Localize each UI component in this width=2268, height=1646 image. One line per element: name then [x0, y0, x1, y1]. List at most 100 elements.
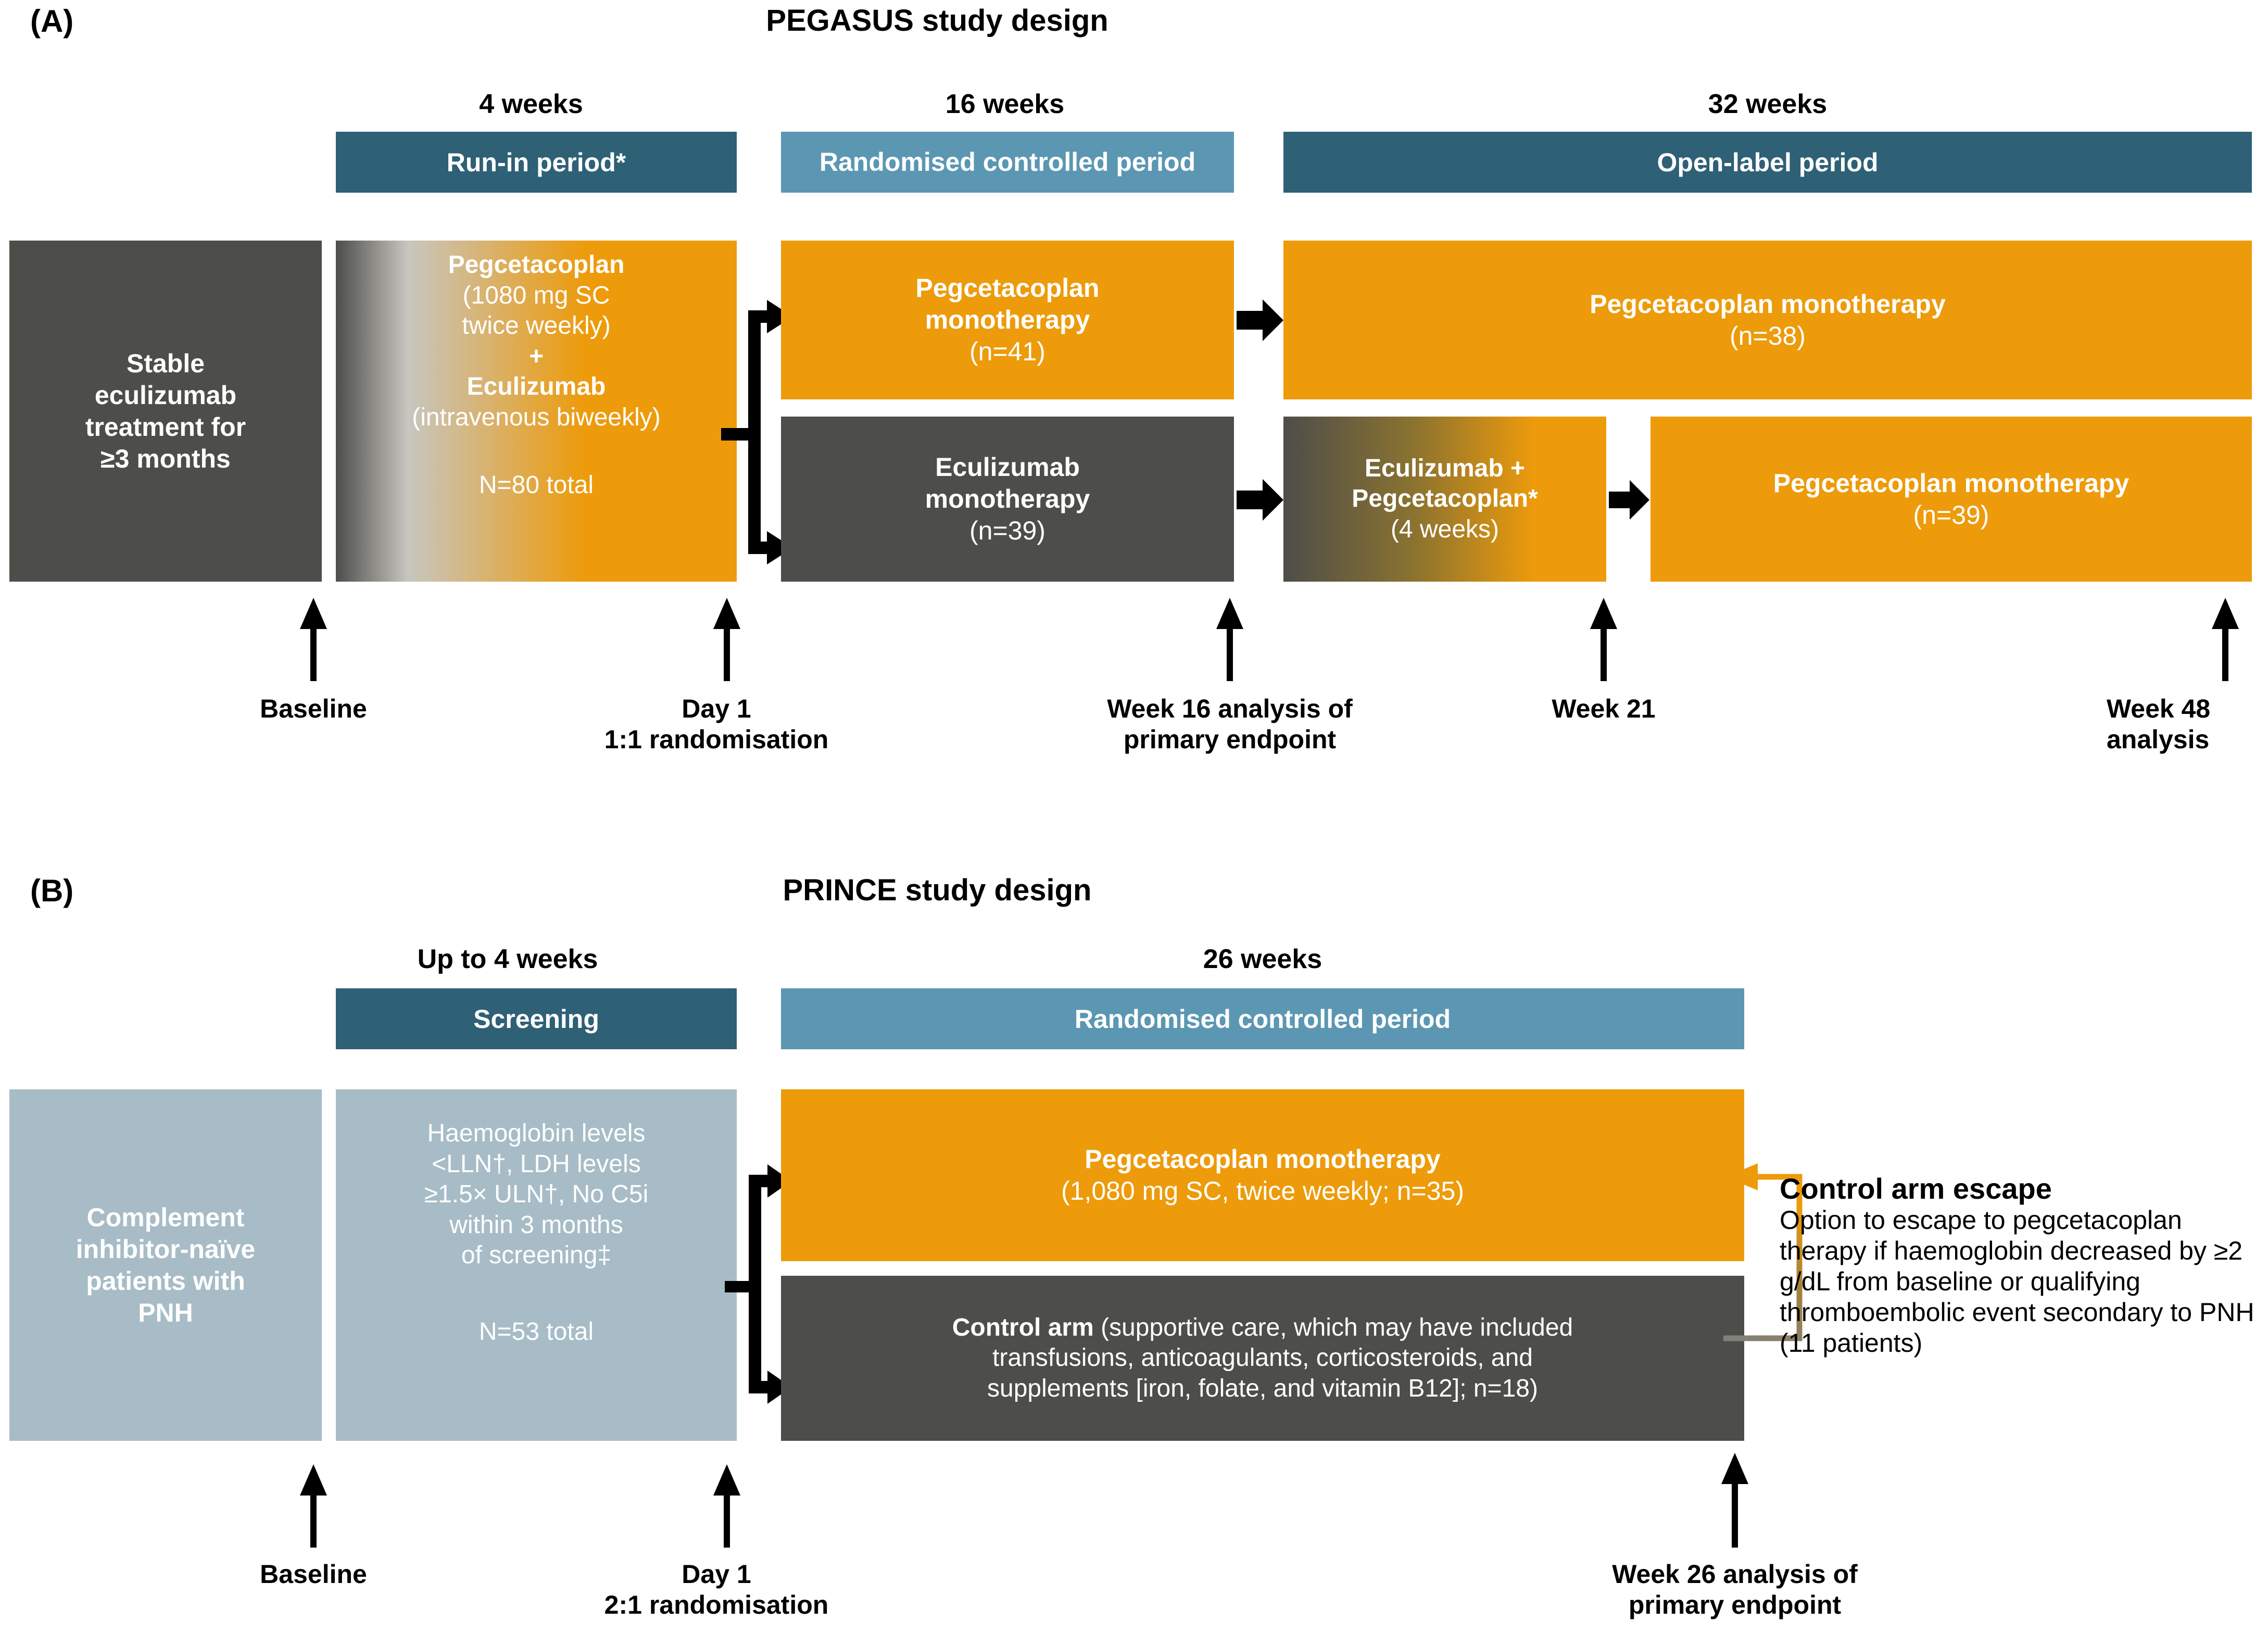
tick-arrow-day1-a [713, 598, 740, 681]
tick-arrow-baseline-a [300, 598, 327, 681]
period-length-4-weeks: 4 weeks [479, 89, 583, 119]
arrow-bridge-to-open-label-bottom [1609, 480, 1649, 520]
entry-b-line-1: Complement [86, 1202, 245, 1232]
panel-b-letter: (B) [30, 873, 74, 908]
arm-b2-line-2: transfusions, anticoagulants, corticoste… [992, 1344, 1533, 1372]
period-bar-randomised-controlled: Randomised controlled period [781, 132, 1234, 193]
arm-box-pegcetacoplan-monotherapy-a: Pegcetacoplan monotherapy (n=41) [781, 241, 1234, 399]
tick-a1-line-2: 1:1 randomisation [604, 725, 829, 754]
tick-label-baseline-b: Baseline [168, 1559, 459, 1590]
control-arm-bold-label: Control arm [952, 1313, 1094, 1341]
tick-arrow-week48-a [2212, 598, 2239, 681]
runin-line-2: (1080 mg SC [462, 281, 610, 309]
tick-label-day1-b: Day 1 2:1 randomisation [555, 1559, 878, 1620]
arrow-to-open-label-top [1237, 299, 1283, 341]
arm-a2-line-2: monotherapy [925, 484, 1090, 513]
ol-top-line-2: (n=38) [1730, 321, 1806, 350]
entry-line-4: ≥3 months [100, 444, 231, 473]
entry-b-line-4: PNH [138, 1298, 193, 1327]
ol-bot-line-2: (n=39) [1913, 500, 1989, 530]
tick-label-baseline-a: Baseline [168, 694, 459, 724]
bridge-line-3: (4 weeks) [1390, 515, 1500, 543]
bridge-box-eculizumab-plus-pegcetacoplan: Eculizumab + Pegcetacoplan* (4 weeks) [1283, 417, 1606, 582]
tick-label-week16-a: Week 16 analysis of primary endpoint [1037, 694, 1422, 755]
entry-line-2: eculizumab [94, 380, 237, 410]
arm-box-control-arm: Control arm (supportive care, which may … [781, 1276, 1744, 1441]
tick-arrow-week26-b [1721, 1453, 1748, 1548]
arm-b2-line-1: Control arm (supportive care, which may … [952, 1313, 1573, 1343]
control-arm-escape-connector [1723, 1163, 1803, 1341]
control-arm-escape-block: Control arm escape Option to escape to p… [1780, 1173, 2264, 1359]
tick-a1-line-1: Day 1 [682, 694, 751, 723]
tick-label-week48-a: Week 48 analysis [2107, 694, 2268, 755]
control-arm-rest: (supportive care, which may have include… [1093, 1313, 1573, 1341]
period-bar-screening: Screening [336, 988, 737, 1049]
arm-a2-line-1: Eculizumab [935, 453, 1080, 482]
runin-line-5: Eculizumab [467, 373, 606, 401]
runin-line-1: Pegcetacoplan [448, 251, 625, 279]
period-bar-open-label: Open-label period [1283, 132, 2252, 193]
split-arrow-randomisation-a [721, 300, 793, 564]
tick-label-week26-b: Week 26 analysis of primary endpoint [1542, 1559, 1927, 1620]
period-bar-randomised-controlled-b: Randomised controlled period [781, 988, 1744, 1049]
screening-line-4: within 3 months [449, 1211, 623, 1239]
arm-b1-line-1: Pegcetacoplan monotherapy [1085, 1145, 1441, 1174]
arm-box-pegcetacoplan-monotherapy-b: Pegcetacoplan monotherapy (1,080 mg SC, … [781, 1089, 1744, 1261]
screening-criteria-box: Haemoglobin levels <LLN†, LDH levels ≥1.… [336, 1089, 737, 1441]
arm-a2-line-3: (n=39) [969, 516, 1045, 545]
tick-label-week21-a: Week 21 [1453, 694, 1755, 724]
bridge-line-2: Pegcetacoplan* [1352, 485, 1538, 513]
tick-arrow-week16-a [1216, 598, 1243, 681]
entry-b-line-3: patients with [86, 1266, 245, 1296]
tick-arrow-day1-b [713, 1464, 740, 1548]
tick-b0-line-1: Baseline [260, 1560, 367, 1589]
open-label-top-box: Pegcetacoplan monotherapy (n=38) [1283, 241, 2252, 399]
entry-line-3: treatment for [85, 412, 246, 442]
screening-line-1: Haemoglobin levels [427, 1120, 646, 1147]
tick-a2-line-2: primary endpoint [1123, 725, 1337, 754]
runin-line-7: N=80 total [478, 471, 594, 499]
entry-b-line-2: inhibitor-naïve [75, 1234, 256, 1264]
period-length-32-weeks: 32 weeks [1708, 89, 1828, 119]
bridge-line-1: Eculizumab + [1364, 454, 1526, 482]
screening-line-6: N=53 total [478, 1317, 594, 1346]
runin-line-6: (intravenous biweekly) [412, 403, 661, 431]
tick-a4-line-1: Week 48 [2107, 694, 2211, 723]
arm-b2-line-3: supplements [iron, folate, and vitamin B… [987, 1374, 1538, 1402]
arm-box-eculizumab-monotherapy-a: Eculizumab monotherapy (n=39) [781, 417, 1234, 582]
escape-body: Option to escape to pegcetacoplan therap… [1780, 1205, 2254, 1358]
screening-line-5: of screening‡ [461, 1241, 612, 1270]
runin-line-3: twice weekly) [462, 312, 611, 340]
panel-a-title: PEGASUS study design [766, 4, 1108, 37]
tick-b1-line-1: Day 1 [682, 1560, 751, 1589]
arm-a1-line-1: Pegcetacoplan [915, 273, 1100, 303]
tick-label-day1-a: Day 1 1:1 randomisation [555, 694, 878, 755]
period-bar-run-in: Run-in period* [336, 132, 737, 193]
panel-a-letter: (A) [30, 4, 74, 39]
tick-a3-line-1: Week 21 [1552, 694, 1656, 723]
entry-line-1: Stable [126, 348, 205, 378]
tick-b2-line-1: Week 26 analysis of [1612, 1560, 1858, 1589]
panel-b-title: PRINCE study design [783, 873, 1092, 907]
tick-arrow-baseline-b [300, 1464, 327, 1548]
screening-line-2: <LLN†, LDH levels [432, 1150, 641, 1178]
runin-line-4: + [528, 342, 544, 370]
period-length-26-weeks: 26 weeks [1203, 944, 1322, 974]
tick-b2-line-2: primary endpoint [1628, 1590, 1842, 1619]
ol-top-line-1: Pegcetacoplan monotherapy [1590, 289, 1946, 319]
period-length-16-weeks: 16 weeks [945, 89, 1065, 119]
screening-line-3: ≥1.5× ULN†, No C5i [424, 1180, 649, 1209]
ol-bot-line-1: Pegcetacoplan monotherapy [1773, 468, 2130, 498]
split-arrow-randomisation-b [725, 1164, 791, 1404]
period-length-up-to-4-weeks: Up to 4 weeks [417, 944, 598, 974]
arm-a1-line-2: monotherapy [925, 305, 1090, 334]
tick-b1-line-2: 2:1 randomisation [604, 1590, 829, 1619]
tick-a0-line-1: Baseline [260, 694, 367, 723]
arrow-to-bridge-box [1237, 479, 1283, 521]
escape-title: Control arm escape [1780, 1172, 2052, 1205]
entry-box-stable-eculizumab: Stable eculizumab treatment for ≥3 month… [9, 241, 322, 582]
entry-box-complement-naive: Complement inhibitor-naïve patients with… [9, 1089, 322, 1441]
tick-a2-line-1: Week 16 analysis of [1107, 694, 1353, 723]
tick-arrow-week21-a [1590, 598, 1617, 681]
open-label-bottom-box: Pegcetacoplan monotherapy (n=39) [1650, 417, 2252, 582]
